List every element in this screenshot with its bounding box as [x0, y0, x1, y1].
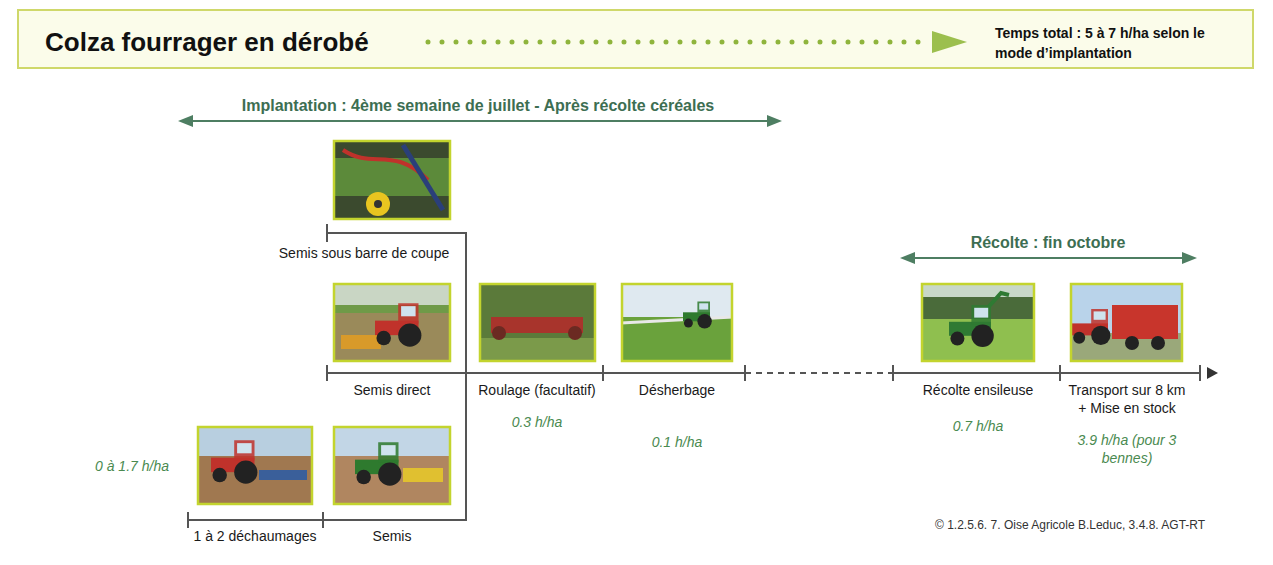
- timeline-connector: [451, 373, 478, 520]
- title-arrowhead: [932, 31, 967, 53]
- drill: [403, 468, 443, 482]
- tick: [187, 512, 189, 528]
- photo-step: Récolte ensileuse 0.7 h/ha: [917, 283, 1039, 435]
- timeline-line: [327, 232, 466, 234]
- total-time: Temps total : 5 à 7 h/ha selon le mode d…: [995, 23, 1210, 63]
- photo: [197, 426, 313, 505]
- sky: [621, 283, 733, 362]
- period-arrow: [190, 120, 770, 122]
- crop: [621, 317, 733, 362]
- foliage: [479, 338, 596, 362]
- arrowhead: [1182, 252, 1197, 264]
- timeline-connector: [734, 372, 917, 374]
- harvester: [949, 305, 994, 347]
- roller-end: [492, 326, 506, 340]
- photo: [621, 283, 733, 362]
- step-caption: Transport sur 8 km + Mise en stock: [1064, 381, 1190, 417]
- trailer-wheel: [1151, 336, 1165, 350]
- photo-step: Semis: [333, 426, 451, 545]
- tractor: [211, 440, 257, 484]
- foliage: [479, 283, 596, 362]
- tick: [326, 224, 328, 242]
- photo-frame: [1071, 284, 1182, 361]
- step-caption: Roulage (facultatif): [478, 381, 596, 399]
- photo: [921, 283, 1035, 362]
- trailer: [1112, 305, 1178, 339]
- wheel: [366, 192, 390, 216]
- tick: [326, 365, 328, 381]
- period-label: Implantation : 4ème semaine de juillet -…: [239, 96, 717, 116]
- time-value: 0.1 h/ha: [620, 433, 734, 451]
- timeline-line: [188, 519, 466, 521]
- photo-frame: [334, 427, 450, 504]
- photo-step: Semis sous barre de coupe: [274, 140, 454, 262]
- photo-frame: [922, 284, 1034, 361]
- hedge: [333, 305, 451, 313]
- timeline-connector: [596, 372, 620, 374]
- photo-credit: © 1.2.5.6. 7. Oise Agricole B.Leduc, 3.4…: [935, 517, 1205, 533]
- diagram-title: Colza fourrager en dérobé: [45, 27, 369, 57]
- timeline-connector: [1039, 372, 1064, 374]
- timeline-line: [893, 372, 1200, 374]
- drill: [341, 335, 381, 349]
- end-arrowhead: [1207, 367, 1218, 379]
- photo-step: Transport sur 8 km + Mise en stock 3.9 h/…: [1064, 283, 1190, 467]
- photo-frame: [334, 284, 450, 361]
- photo-step: Semis direct: [333, 283, 451, 399]
- pipe: [403, 145, 443, 210]
- wheel-hub: [374, 200, 382, 208]
- tractor: [1072, 309, 1110, 345]
- photo: [333, 426, 451, 505]
- sky: [333, 283, 451, 362]
- tick: [1199, 365, 1201, 381]
- photo-frame: [334, 141, 450, 219]
- timeline: [188, 224, 1200, 528]
- step-caption: Semis direct: [333, 381, 451, 399]
- tractor: [375, 303, 421, 347]
- timeline-line: [327, 372, 745, 374]
- step-caption: Désherbage: [620, 381, 734, 399]
- sky: [197, 426, 313, 505]
- step-caption: Semis: [333, 527, 451, 545]
- photo-step: Roulage (facultatif) 0.3 h/ha: [478, 283, 596, 431]
- timeline-connector: [454, 233, 478, 373]
- time-value: 0 à 1.7 h/ha: [95, 457, 169, 475]
- step-caption: 1 à 2 déchaumages: [189, 527, 321, 545]
- tractor: [683, 302, 712, 329]
- time-value: 3.9 h/ha (pour 3 bennes): [1064, 431, 1190, 467]
- step-caption: Semis sous barre de coupe: [274, 244, 454, 262]
- photo: [1070, 283, 1183, 362]
- sprayer-boom: [621, 317, 733, 323]
- photo: [333, 140, 451, 220]
- title-bar: [18, 10, 1253, 68]
- dotted-line: [428, 40, 924, 45]
- trailer-wheel: [1125, 336, 1139, 350]
- time-value: 0.3 h/ha: [478, 413, 596, 431]
- tool: [259, 470, 307, 480]
- sky: [921, 283, 1035, 362]
- tractor: [355, 442, 401, 486]
- photo: [479, 283, 596, 362]
- arrowhead: [178, 115, 193, 127]
- photo-frame: [622, 284, 732, 361]
- period-arrow: [912, 257, 1185, 259]
- photo: [333, 283, 451, 362]
- roller-end: [568, 326, 582, 340]
- arrowhead: [900, 252, 915, 264]
- time-value: 0.7 h/ha: [917, 417, 1039, 435]
- photo-step: Désherbage 0.1 h/ha: [620, 283, 734, 451]
- photo-step: 1 à 2 déchaumages: [189, 426, 321, 545]
- timeline-connector: [321, 519, 333, 521]
- photo-ground: [333, 140, 451, 220]
- sky: [1070, 283, 1183, 362]
- arrowhead: [767, 115, 782, 127]
- period-label: Récolte : fin octobre: [968, 233, 1129, 253]
- step-caption: Récolte ensileuse: [917, 381, 1039, 399]
- photo-frame: [198, 427, 312, 504]
- photo-frame: [480, 284, 595, 361]
- sky: [333, 426, 451, 505]
